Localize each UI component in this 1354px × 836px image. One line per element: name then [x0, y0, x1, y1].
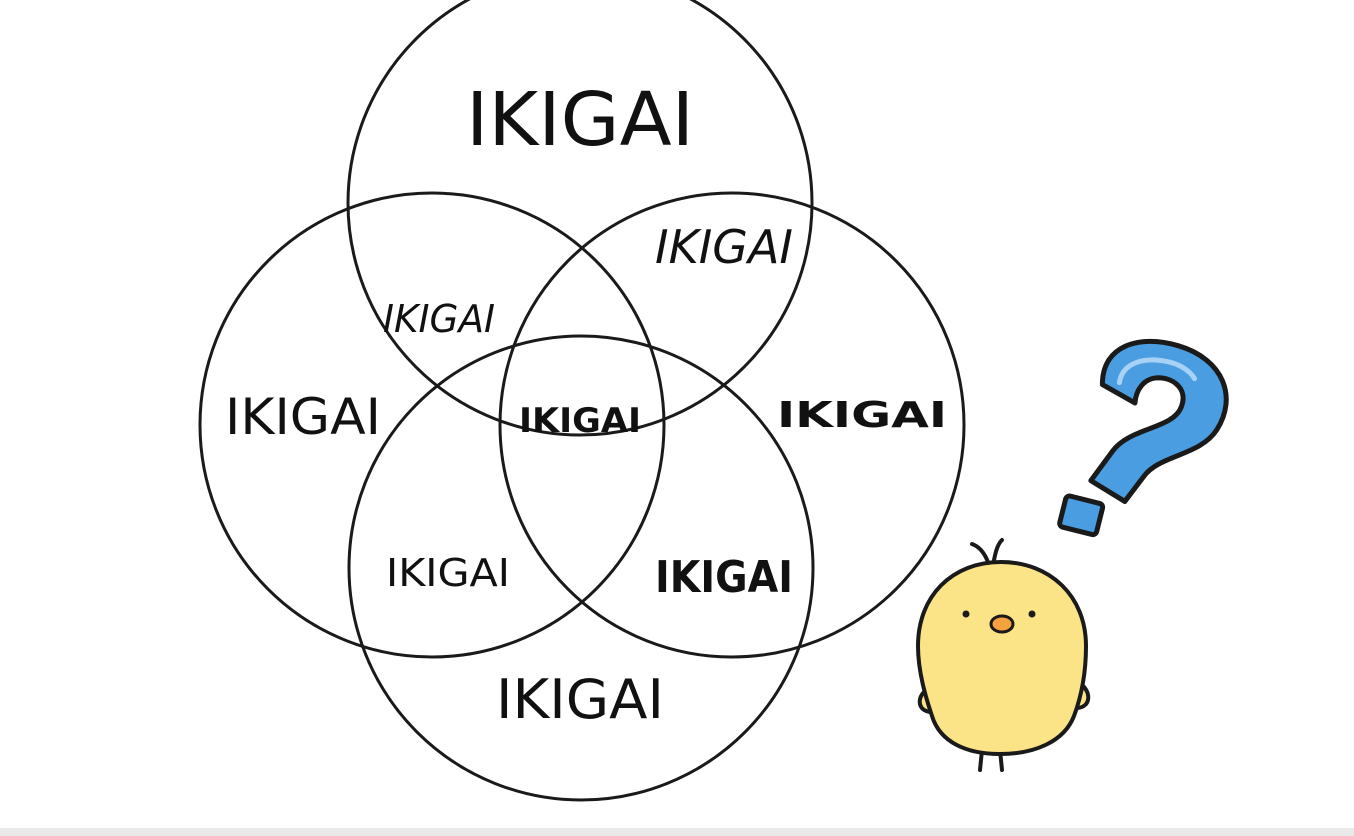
label-lower-right: IKIGAI [655, 552, 793, 603]
label-upper-right: IKIGAI [655, 220, 793, 274]
bottom-bar [0, 828, 1354, 836]
label-bottom: IKIGAI [496, 668, 664, 731]
chick-icon [916, 538, 1091, 772]
venn-circle-right [498, 191, 966, 659]
venn-circle-left [198, 191, 666, 659]
question-mark-icon [1057, 338, 1229, 538]
label-right: IKIGAI [777, 395, 947, 436]
label-upper-left: IKIGAI [383, 297, 495, 341]
label-left: IKIGAI [225, 388, 381, 446]
venn-circle-bottom [347, 334, 815, 802]
venn-circles [198, 0, 966, 802]
venn-circle-top [346, 0, 814, 437]
label-top: IKIGAI [466, 77, 694, 163]
label-center: IKIGAI [519, 401, 641, 441]
label-lower-left: IKIGAI [386, 551, 510, 595]
